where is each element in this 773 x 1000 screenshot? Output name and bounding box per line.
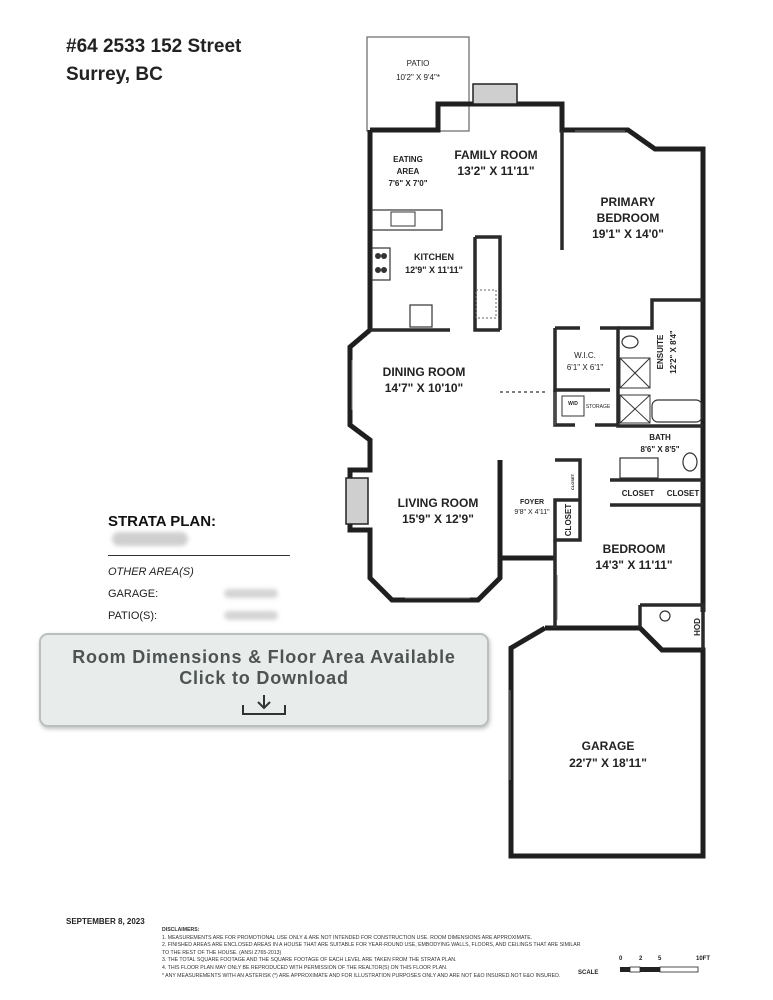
garage-name: GARAGE — [582, 739, 635, 753]
address-street: #64 2533 152 Street — [66, 36, 242, 57]
island-icon — [475, 289, 497, 319]
wic-name: W.I.C. — [574, 351, 596, 360]
kitchen-name: KITCHEN — [414, 252, 454, 262]
living-room-name: LIVING ROOM — [398, 496, 479, 510]
disclaimer-item: * ANY MEASUREMENTS WITH AN ASTERISK (*) … — [162, 972, 561, 979]
patio-dims: 10'2" X 9'4"* — [396, 73, 440, 82]
stove-icon — [371, 247, 391, 281]
scale-bar-graphic — [620, 966, 699, 973]
download-button[interactable]: Room Dimensions & Floor Area Available C… — [39, 633, 489, 727]
primary-bedroom-name2: BEDROOM — [597, 211, 660, 225]
bedroom-dims: 14'3" X 11'11" — [595, 558, 672, 572]
strata-plan-label: STRATA PLAN: — [108, 513, 217, 530]
strata-info: STRATA PLAN: OTHER AREA(S) GARAGE: PATIO… — [108, 513, 290, 632]
kitchen-counter — [371, 209, 443, 231]
other-area-label: OTHER AREA(S) — [108, 566, 194, 578]
scale-tick: 10FT — [696, 956, 711, 962]
fireplace-icon — [345, 477, 369, 525]
toilet-icon — [682, 452, 698, 472]
fireplace-icon — [472, 83, 518, 105]
family-room-name: FAMILY ROOM — [454, 148, 537, 162]
water-heater-icon — [659, 610, 671, 622]
closet-small-label: CLOSET — [570, 473, 575, 490]
disclaimer-item: 2. FINISHED AREAS ARE ENCLOSED AREAS IN … — [162, 942, 581, 956]
scale-tick: 5 — [658, 956, 662, 962]
wic-dims: 6'1" X 6'1" — [567, 363, 603, 372]
kitchen-dims: 12'9" X 11'11" — [405, 265, 463, 275]
bathtub-icon — [651, 399, 703, 423]
windows — [351, 130, 625, 780]
toilet-icon — [621, 335, 639, 349]
redacted-value — [112, 532, 188, 547]
closet2-label: CLOSET — [667, 489, 700, 498]
disclaimer-item: 1. MEASUREMENTS ARE FOR PROMOTIONAL USE … — [162, 934, 533, 941]
closet-foyer-label: CLOSET — [564, 504, 573, 537]
download-line1: Room Dimensions & Floor Area Available — [72, 647, 456, 667]
patio-area-label: PATIO(S): — [108, 610, 158, 622]
patio-area-row: PATIO(S): — [108, 610, 288, 632]
patio-outline — [366, 36, 470, 132]
bath-dims: 8'6" X 8'5" — [641, 445, 680, 454]
download-line2: Click to Download — [179, 668, 349, 688]
scale-label: SCALE — [578, 970, 599, 976]
fridge-icon — [409, 304, 433, 328]
family-room-dims: 13'2" X 11'11" — [457, 164, 534, 178]
primary-bedroom-name1: PRIMARY — [601, 195, 656, 209]
foyer-name: FOYER — [520, 499, 544, 506]
foyer-dims: 9'8" X 4'11" — [514, 509, 550, 516]
scale-bar: 0 2 5 10FT SCALE — [578, 955, 728, 985]
bedroom-name: BEDROOM — [603, 542, 666, 556]
primary-bedroom-dims: 19'1" X 14'0" — [592, 227, 664, 241]
scale-tick: 2 — [639, 956, 643, 962]
redacted-value — [224, 611, 278, 620]
dining-room-dims: 14'7" X 10'10" — [385, 381, 463, 395]
interior-walls — [370, 130, 705, 650]
redacted-value — [224, 589, 278, 598]
garage-walls — [508, 625, 706, 859]
sink-icon — [390, 211, 416, 227]
scale-tick: 0 — [619, 956, 623, 962]
disclaimers-heading: DISCLAIMERS: — [162, 927, 200, 933]
vanity-icon — [619, 457, 659, 479]
disclaimer-item: 4. THIS FLOOR PLAN MAY ONLY BE REPRODUCE… — [162, 964, 448, 971]
patio-name: PATIO — [407, 59, 430, 68]
ensuite-dims: 12'2" X 8'4" — [669, 330, 678, 374]
plan-date: SEPTEMBER 8, 2023 — [66, 917, 145, 926]
address-city: Surrey, BC — [66, 64, 163, 85]
wd-label: W/D — [568, 401, 578, 407]
ensuite-name: ENSUITE — [656, 334, 665, 369]
washer-dryer-icon — [561, 395, 585, 417]
hod-label: HOD — [693, 618, 702, 636]
disclaimer-item: 3. THE TOTAL SQUARE FOOTAGE AND THE SQUA… — [162, 957, 457, 964]
living-room-dims: 15'9" X 12'9" — [402, 512, 474, 526]
disclaimers: DISCLAIMERS: 1. MEASUREMENTS ARE FOR PRO… — [162, 927, 582, 980]
garage-area-row: GARAGE: — [108, 588, 288, 610]
divider — [108, 555, 290, 556]
eating-area-name2: AREA — [397, 167, 420, 176]
storage-label: STORAGE — [586, 404, 611, 410]
bath-name: BATH — [649, 433, 671, 442]
closet1-label: CLOSET — [622, 489, 655, 498]
room-labels: PATIO 10'2" X 9'4"* FAMILY ROOM 13'2" X … — [383, 59, 702, 770]
garage-area-label: GARAGE: — [108, 588, 159, 600]
dining-room-name: DINING ROOM — [383, 365, 466, 379]
eating-area-dims: 7'6" X 7'0" — [389, 179, 428, 188]
download-icon — [242, 695, 286, 715]
eating-area-name1: EATING — [393, 155, 423, 164]
garage-dims: 22'7" X 18'11" — [569, 756, 647, 770]
